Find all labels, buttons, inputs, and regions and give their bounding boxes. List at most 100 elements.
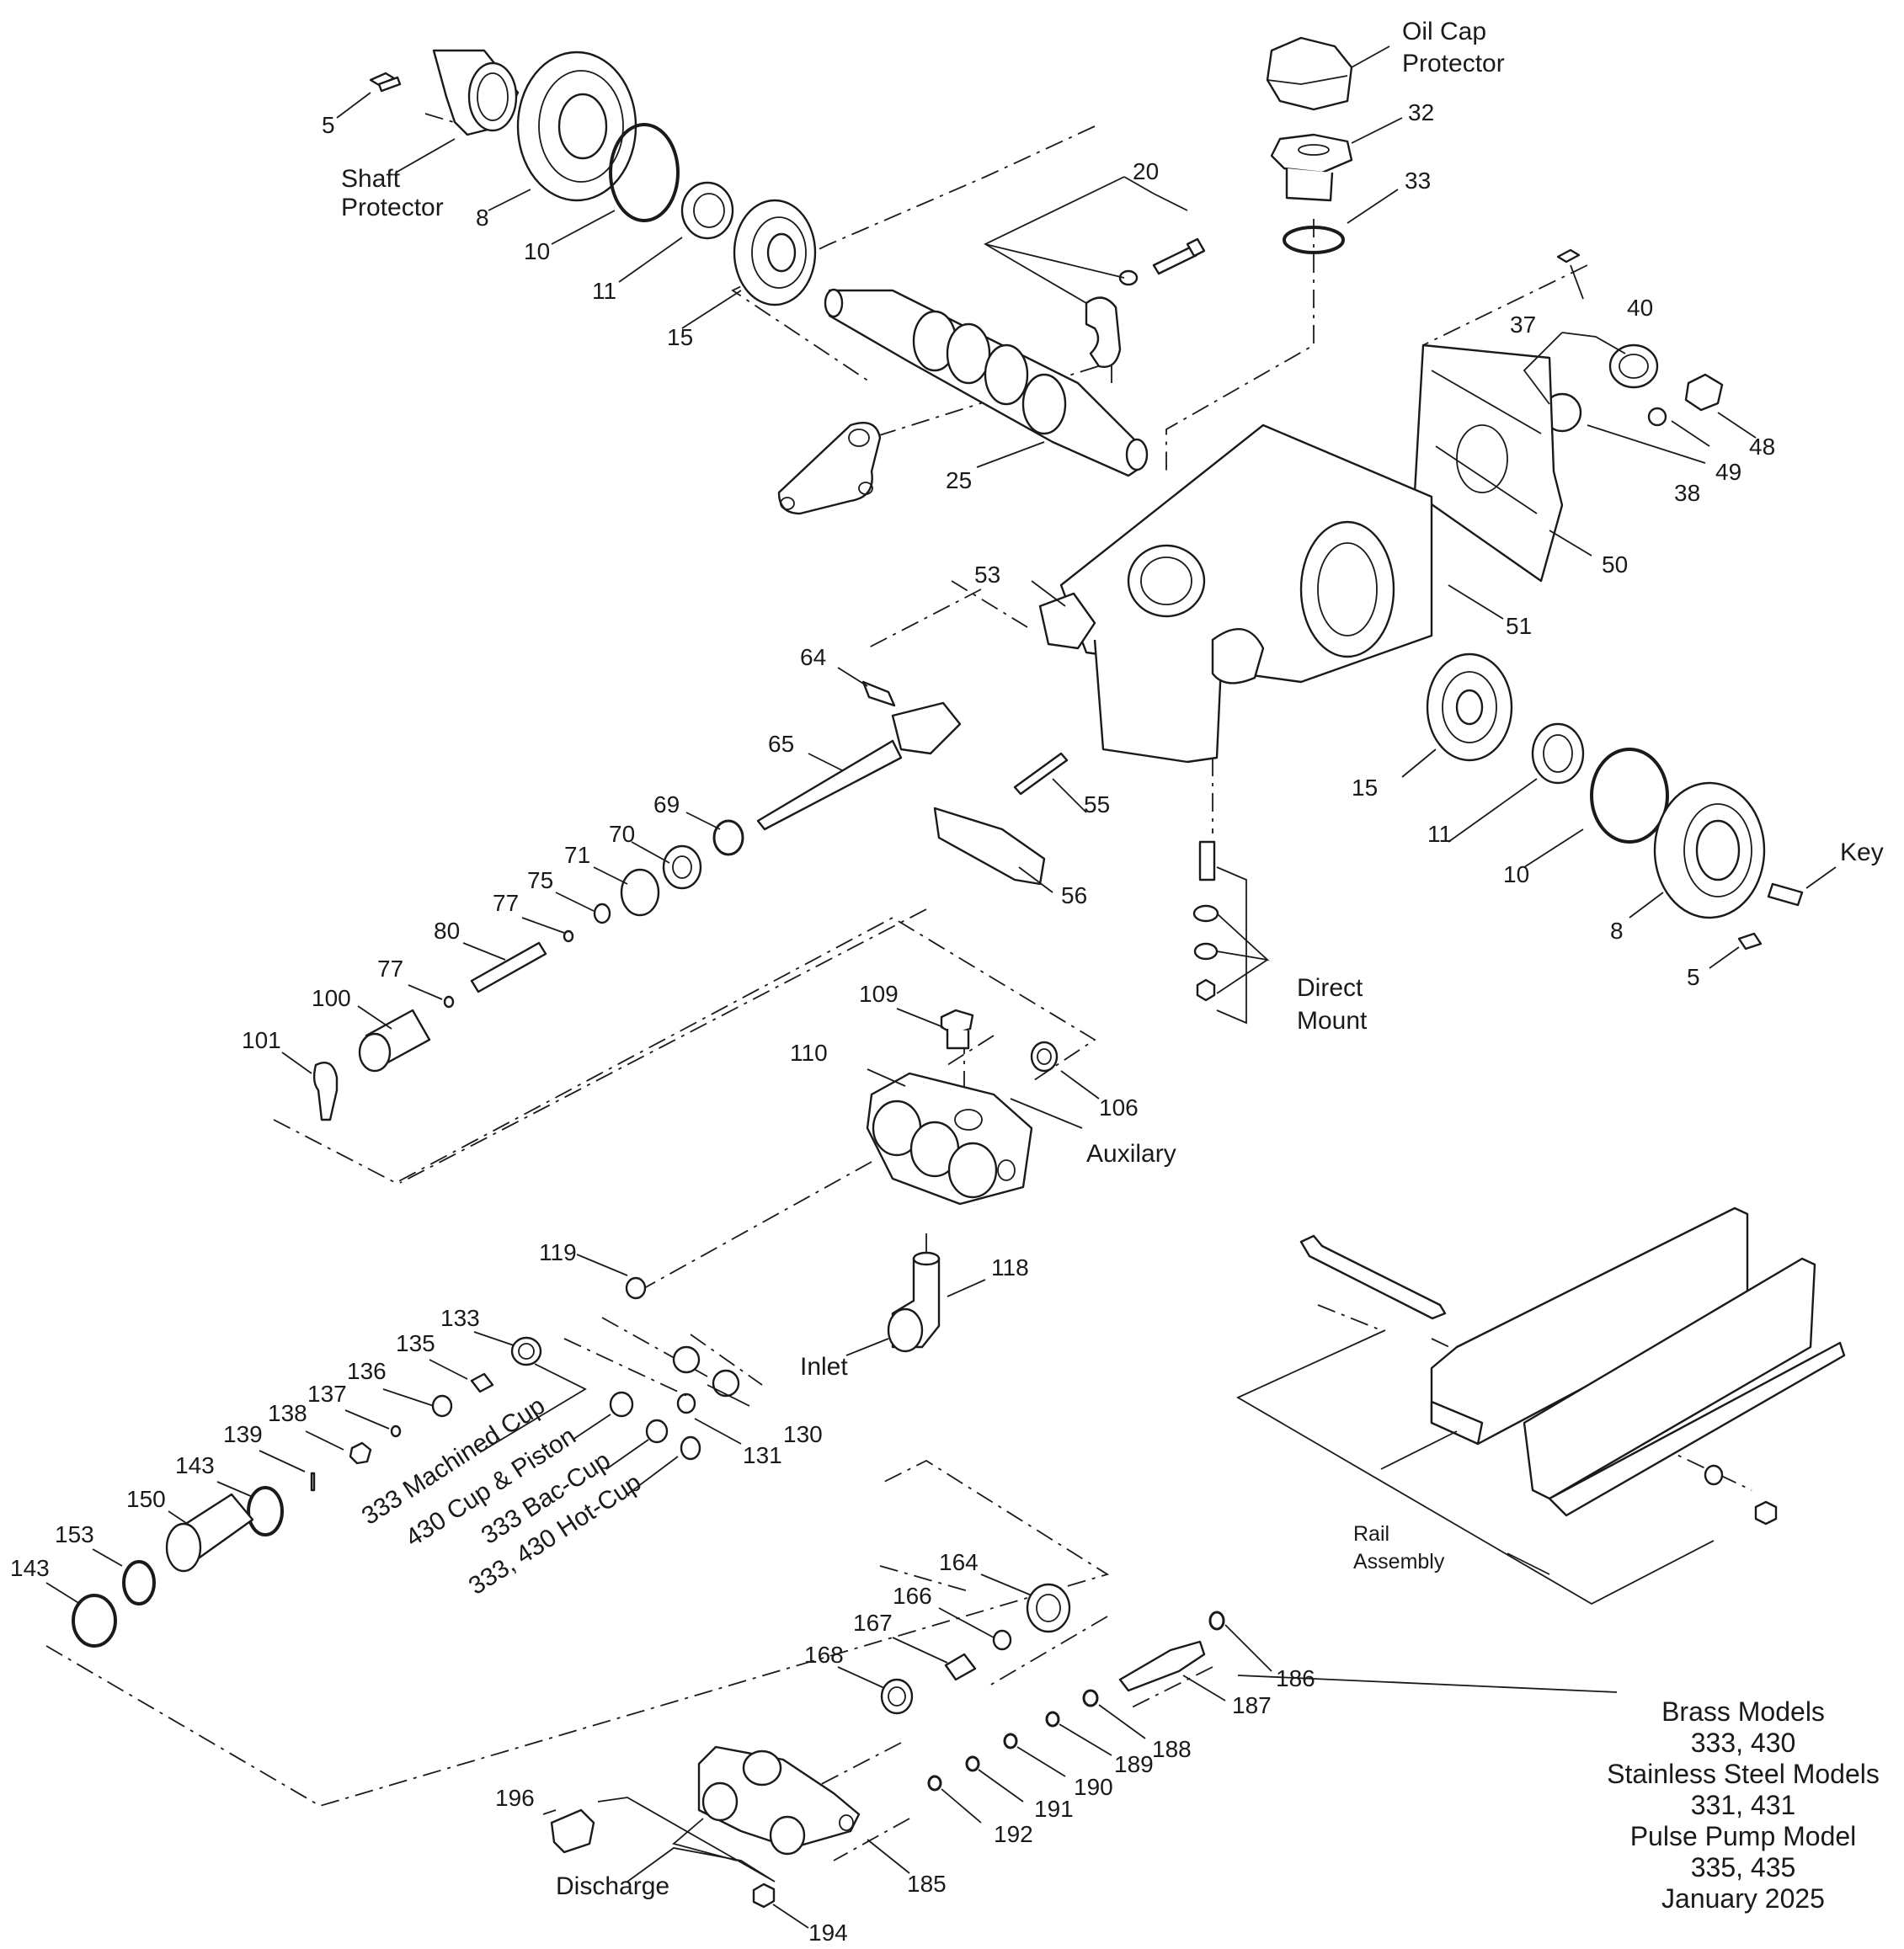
part-label: 5 xyxy=(1687,964,1700,990)
part-label: 166 xyxy=(893,1583,932,1609)
manifold-110 xyxy=(866,1072,1033,1206)
part-label: 32 xyxy=(1408,99,1434,125)
seal-11-top xyxy=(680,181,734,240)
oring-143a xyxy=(247,1486,284,1536)
cup-130b xyxy=(712,1369,740,1398)
washer-119 xyxy=(625,1276,647,1300)
connecting-rod xyxy=(777,421,882,515)
oring-77a xyxy=(563,929,574,943)
part-label: 10 xyxy=(524,238,550,264)
part-label: 40 xyxy=(1627,295,1653,321)
plunger-rod-65 xyxy=(756,701,962,831)
nut-138 xyxy=(349,1441,372,1465)
rod-cap xyxy=(1085,296,1122,368)
part-label: 110 xyxy=(790,1040,828,1066)
part-label: 15 xyxy=(1352,775,1378,801)
oring-189 xyxy=(1045,1711,1060,1728)
part-label: 138 xyxy=(268,1400,307,1426)
cup-hot xyxy=(680,1435,701,1461)
stud-55 xyxy=(1013,752,1069,796)
plug-196 xyxy=(550,1808,595,1854)
bearing-15-side xyxy=(1426,652,1513,762)
seal-11-side xyxy=(1531,722,1585,785)
part-label: 20 xyxy=(1133,158,1159,184)
oring-191 xyxy=(965,1755,980,1772)
part-label: 8 xyxy=(1610,918,1624,944)
valve-seat-164 xyxy=(1026,1583,1071,1633)
part-label: 190 xyxy=(1074,1774,1113,1800)
back-cover-50 xyxy=(1413,343,1564,583)
part-label: 49 xyxy=(1715,459,1741,485)
part-label: 37 xyxy=(1510,312,1536,338)
model-notes: Brass Models 333, 430 Stainless Steel Mo… xyxy=(1604,1696,1882,1914)
oring-10-side xyxy=(1590,748,1669,844)
note-date: January 2025 xyxy=(1661,1883,1825,1914)
note-stainless-model-numbers: 331, 431 xyxy=(1690,1790,1796,1820)
part-label: 15 xyxy=(667,324,693,350)
part-label: 33 xyxy=(1405,168,1431,194)
part-label: 5 xyxy=(322,112,335,138)
sleeve-150 xyxy=(165,1493,254,1573)
oil-cap-protector-label-2: Protector xyxy=(1402,50,1505,77)
oring-69 xyxy=(712,819,744,856)
direct-mount-hardware xyxy=(1192,840,1219,1002)
part-label: 50 xyxy=(1602,551,1628,578)
part-label: 80 xyxy=(434,918,460,944)
part-label: 192 xyxy=(994,1821,1033,1847)
plug-106 xyxy=(1030,1041,1059,1073)
crankcase-51 xyxy=(1059,423,1433,764)
direct-mount-label-1: Direct xyxy=(1297,974,1363,1002)
oring-190 xyxy=(1003,1733,1018,1749)
spacer-135 xyxy=(470,1372,494,1393)
screw-40 xyxy=(1556,248,1581,264)
direct-mount-label-2: Mount xyxy=(1297,1007,1368,1035)
oil-cap-protector-label-1: Oil Cap xyxy=(1402,18,1486,45)
inlet-elbow-118 xyxy=(887,1251,941,1353)
part-label: 10 xyxy=(1503,861,1529,887)
part-label: 187 xyxy=(1232,1692,1272,1718)
ring-139 xyxy=(310,1472,316,1492)
part-label: 69 xyxy=(653,791,680,817)
part-label: 70 xyxy=(609,821,635,847)
shaft-protector-label-1: Shaft xyxy=(341,165,401,193)
plug-37 xyxy=(1608,343,1659,389)
part-label: 153 xyxy=(55,1521,94,1547)
oring-153 xyxy=(122,1560,156,1606)
part-label: 150 xyxy=(126,1486,166,1512)
part-label: 65 xyxy=(768,731,794,757)
part-label: 53 xyxy=(974,562,1000,588)
note-pulse-model-numbers: 335, 435 xyxy=(1690,1852,1796,1882)
part-label: 100 xyxy=(312,985,351,1011)
oil-cap-32 xyxy=(1270,133,1353,202)
part-drawings xyxy=(72,36,1846,1909)
part-label: 143 xyxy=(10,1555,50,1581)
key-label: Key xyxy=(1840,839,1884,866)
oring-143b xyxy=(72,1594,117,1648)
valve-cap-168 xyxy=(880,1678,914,1715)
oring-77b xyxy=(443,995,455,1009)
oring-137 xyxy=(390,1424,402,1438)
part-label: 38 xyxy=(1674,480,1700,506)
seal-case-8-side xyxy=(1653,781,1766,919)
oring-186 xyxy=(1208,1611,1225,1631)
plug-48 xyxy=(1684,373,1724,412)
nut-194 xyxy=(752,1882,776,1909)
cup-130a xyxy=(672,1345,701,1374)
stem-187 xyxy=(1118,1640,1206,1692)
key-drawing xyxy=(1767,882,1804,907)
part-label: 135 xyxy=(396,1330,435,1356)
part-label: 51 xyxy=(1506,613,1532,639)
leader-lines xyxy=(45,45,1837,1929)
bearing-15-top xyxy=(733,199,817,306)
plug-109 xyxy=(940,1009,974,1050)
note-pulse-pump-model: Pulse Pump Model xyxy=(1629,1821,1857,1851)
inlet-label: Inlet xyxy=(800,1353,848,1381)
part-label: 194 xyxy=(808,1920,848,1946)
part-label: 164 xyxy=(939,1549,979,1575)
part-label: 196 xyxy=(495,1785,535,1811)
pin-80 xyxy=(470,941,547,993)
seal-case-8-top xyxy=(516,51,637,202)
part-label: 106 xyxy=(1099,1094,1139,1121)
screw-5-top xyxy=(369,72,402,93)
pin-64 xyxy=(861,680,896,707)
